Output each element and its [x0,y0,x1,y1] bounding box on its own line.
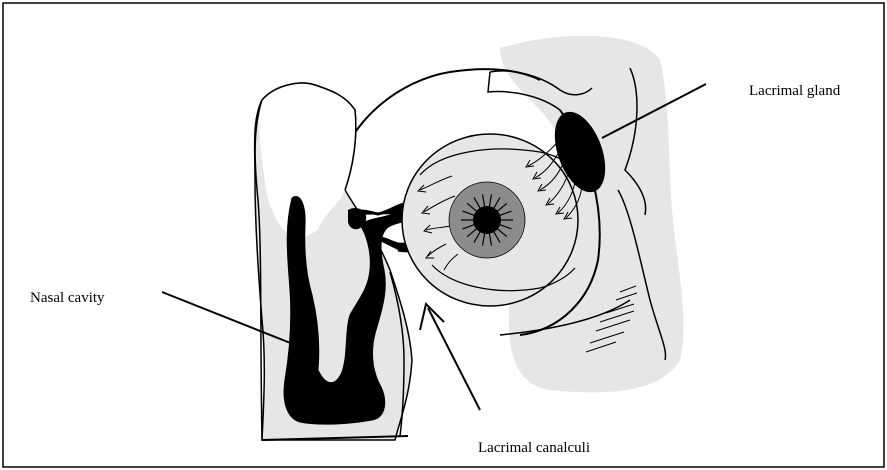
nasal-cavity-label: Nasal cavity [30,290,105,306]
lacrimal-canalculi-label: Lacrimal canalculi [478,440,590,456]
lacrimal-gland-label: Lacrimal gland [749,83,841,99]
lacrimal-canalculi-arrow-shaft [428,308,480,410]
pupil [473,206,501,234]
